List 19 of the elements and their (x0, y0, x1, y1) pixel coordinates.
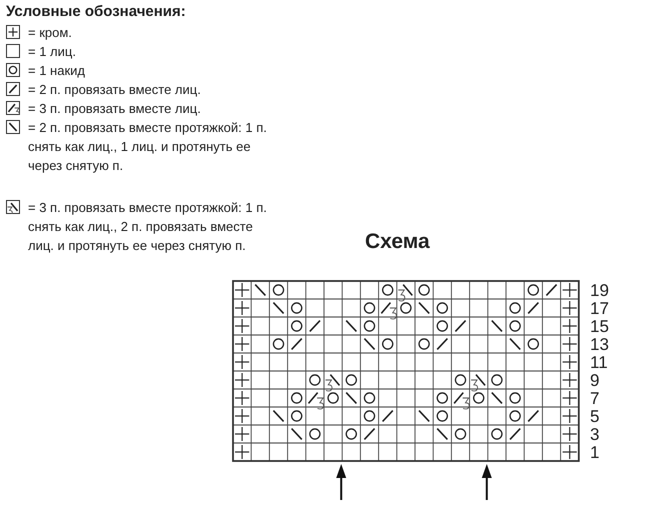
legend-text: = 1 лиц. (28, 43, 76, 61)
row-number: 17 (590, 300, 610, 317)
row-number: 1 (590, 444, 600, 461)
row-number: 15 (590, 318, 610, 335)
legend-text: = 2 п. провязать вместе лиц. (28, 81, 201, 99)
legend-text: = кром. (28, 24, 72, 42)
row-number: 9 (590, 372, 600, 389)
legend-text: = 3 п. провязать вместе лиц. (28, 100, 201, 118)
legend-heading: Условные обозначения: (6, 3, 186, 20)
row-number: 7 (590, 390, 600, 407)
row-number: 19 (590, 282, 610, 299)
legend-text: = 1 накид (28, 62, 85, 80)
row-number: 11 (590, 354, 609, 371)
row-number: 5 (590, 408, 600, 425)
legend-text: = 2 п. провязать вместе протяжкой: 1 п. снять как лиц., 1 лиц. и протянуть ее через снятую п. (28, 119, 268, 175)
legend-text: = 3 п. провязать вместе протяжкой: 1 п. снять как лиц., 2 п. провязать вместе лиц. и протянуть ее через снятую п. (28, 199, 268, 255)
row-number: 3 (590, 426, 600, 443)
chart-title: Схема (365, 230, 430, 254)
row-number: 13 (590, 336, 610, 353)
